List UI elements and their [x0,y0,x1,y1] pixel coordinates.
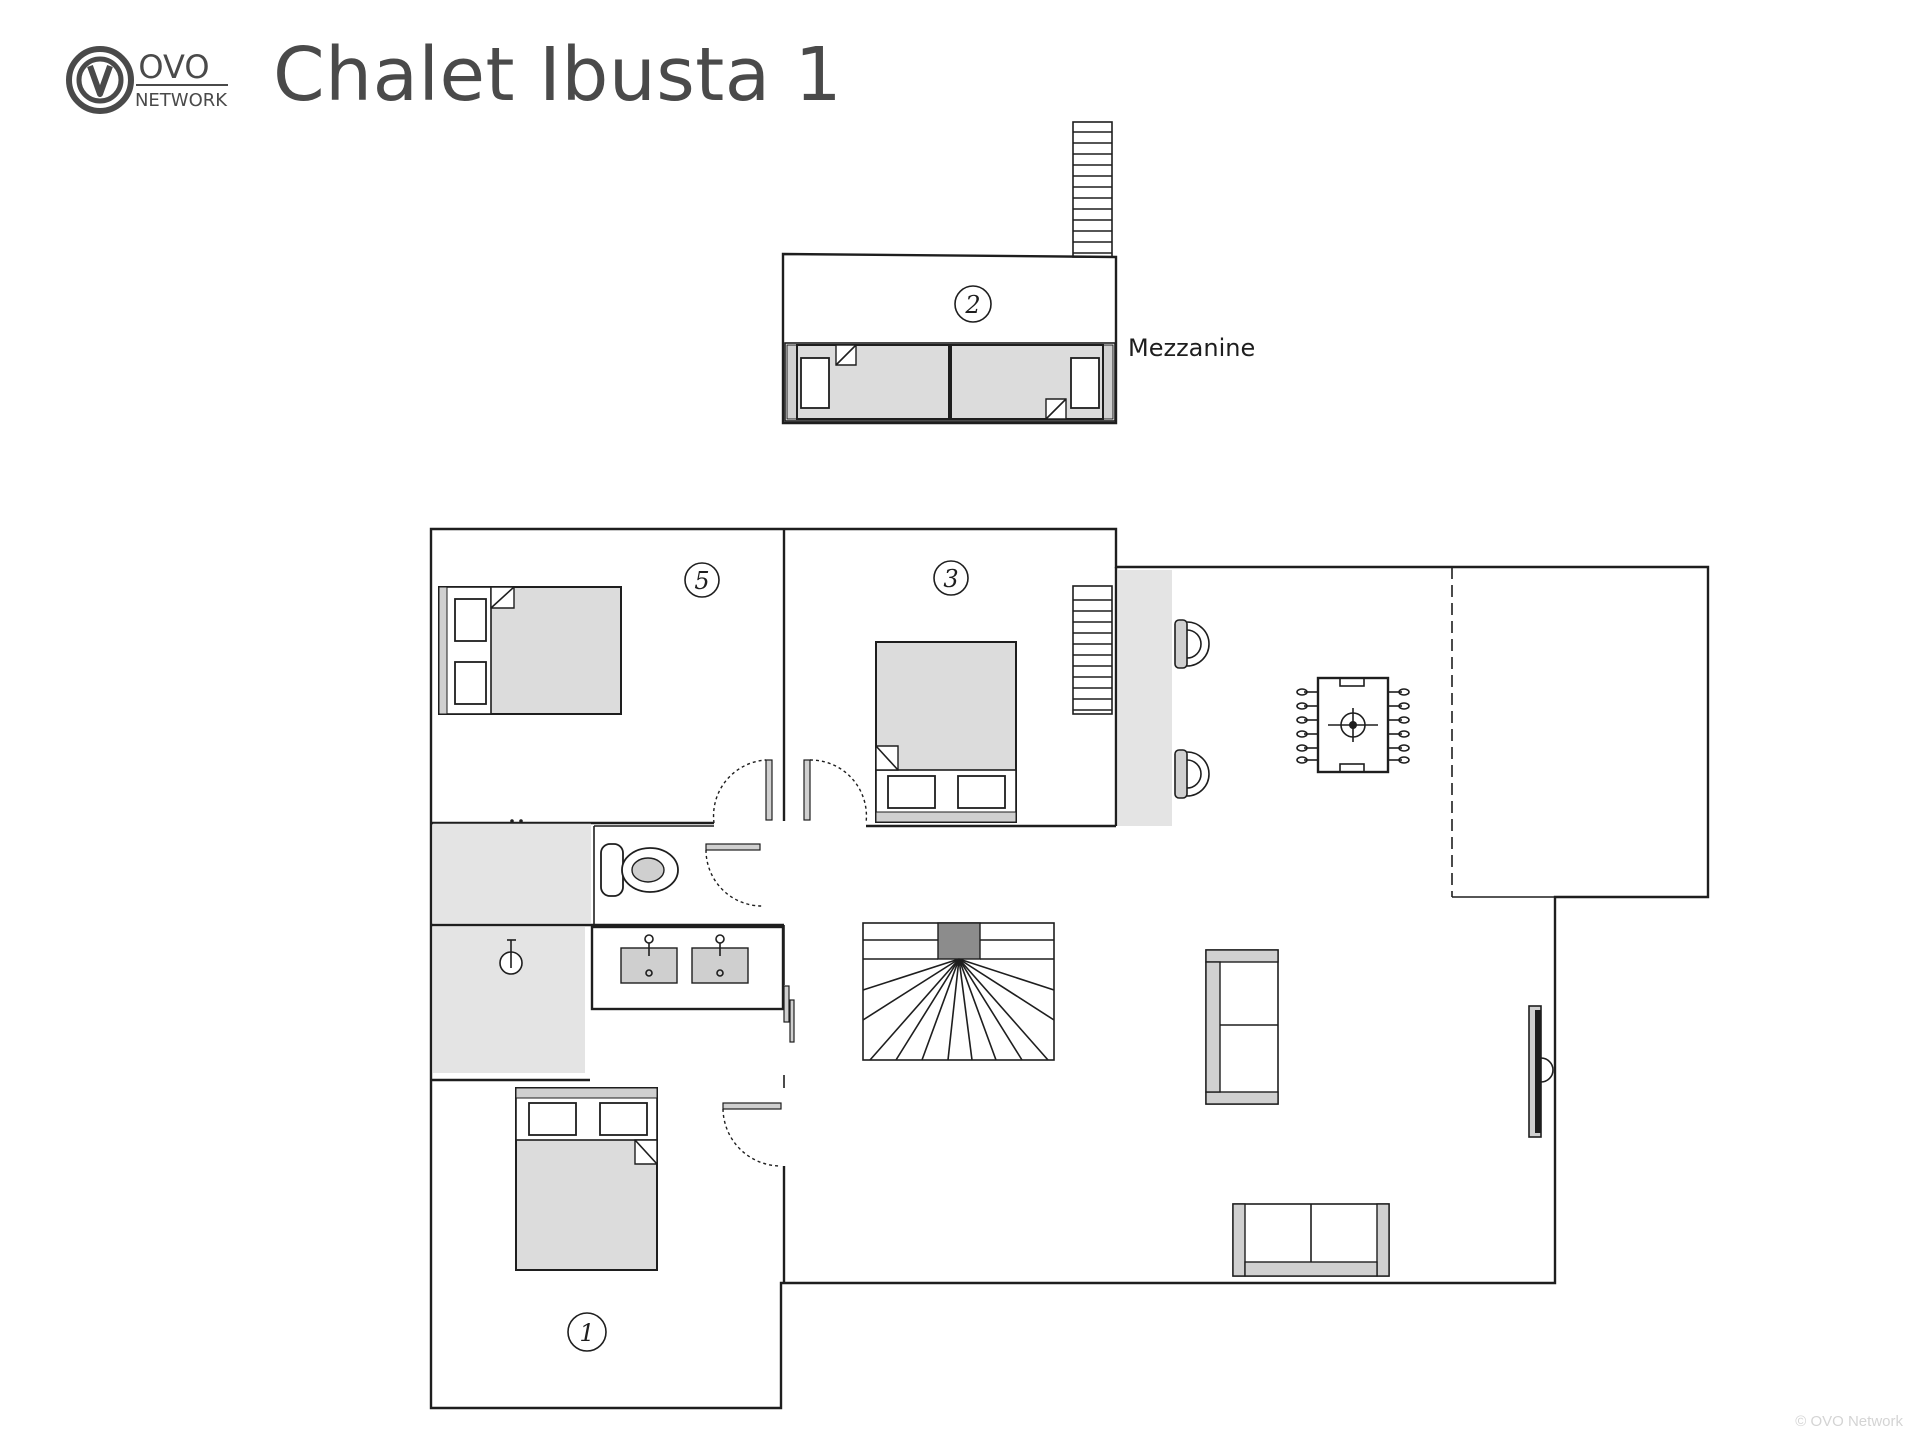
bath-floor [433,927,585,1073]
room-number-5: 5 [684,562,720,598]
bar-stool-2 [1174,749,1210,799]
foosball-table [1296,676,1410,774]
bar-stool-1 [1174,619,1210,669]
copyright-notice: © OVO Network [1795,1413,1903,1430]
room-number-3: 3 [933,560,969,596]
logo-primary-text: OVO [138,48,209,86]
room-number-2-text: 2 [964,291,980,319]
mezzanine: 2 Mezzanine [781,121,1255,425]
room-number-5-text: 5 [694,567,709,595]
mezzanine-ladder [1072,121,1113,258]
ovo-network-logo: OVO NETWORK [66,46,228,114]
bedroom-5: 5 [438,562,773,824]
sofa-horizontal [1232,1203,1390,1277]
room-number-1-text: 1 [579,1319,594,1347]
room-number-3-text: 3 [943,565,958,593]
toilet-icon [600,843,679,897]
room-number-1: 1 [567,1312,607,1352]
bathroom [433,819,795,1073]
shower-head-icon [499,939,523,975]
tv-icon [1528,1005,1554,1138]
shower-area [433,823,591,923]
page-header: OVO NETWORK Chalet Ibusta 1 [0,0,1920,130]
mezzanine-outline [781,252,1118,425]
bedroom-3: 3 [803,560,1113,824]
vanity-double-sink [590,925,785,1011]
bedroom-1: 1 [515,1087,782,1352]
mezzanine-beds [784,342,1116,422]
bar-counter [1118,570,1210,826]
main-floor-walls [429,527,1710,1410]
bedroom-3-ladder [1072,585,1113,715]
living-area [1205,949,1554,1277]
sofa-vertical [1205,949,1279,1105]
logo-secondary-text: NETWORK [135,90,228,111]
mezzanine-label: Mezzanine [1128,334,1255,362]
room-number-2: 2 [954,285,992,323]
staircase [862,922,1055,1061]
page-title: Chalet Ibusta 1 [273,32,843,118]
